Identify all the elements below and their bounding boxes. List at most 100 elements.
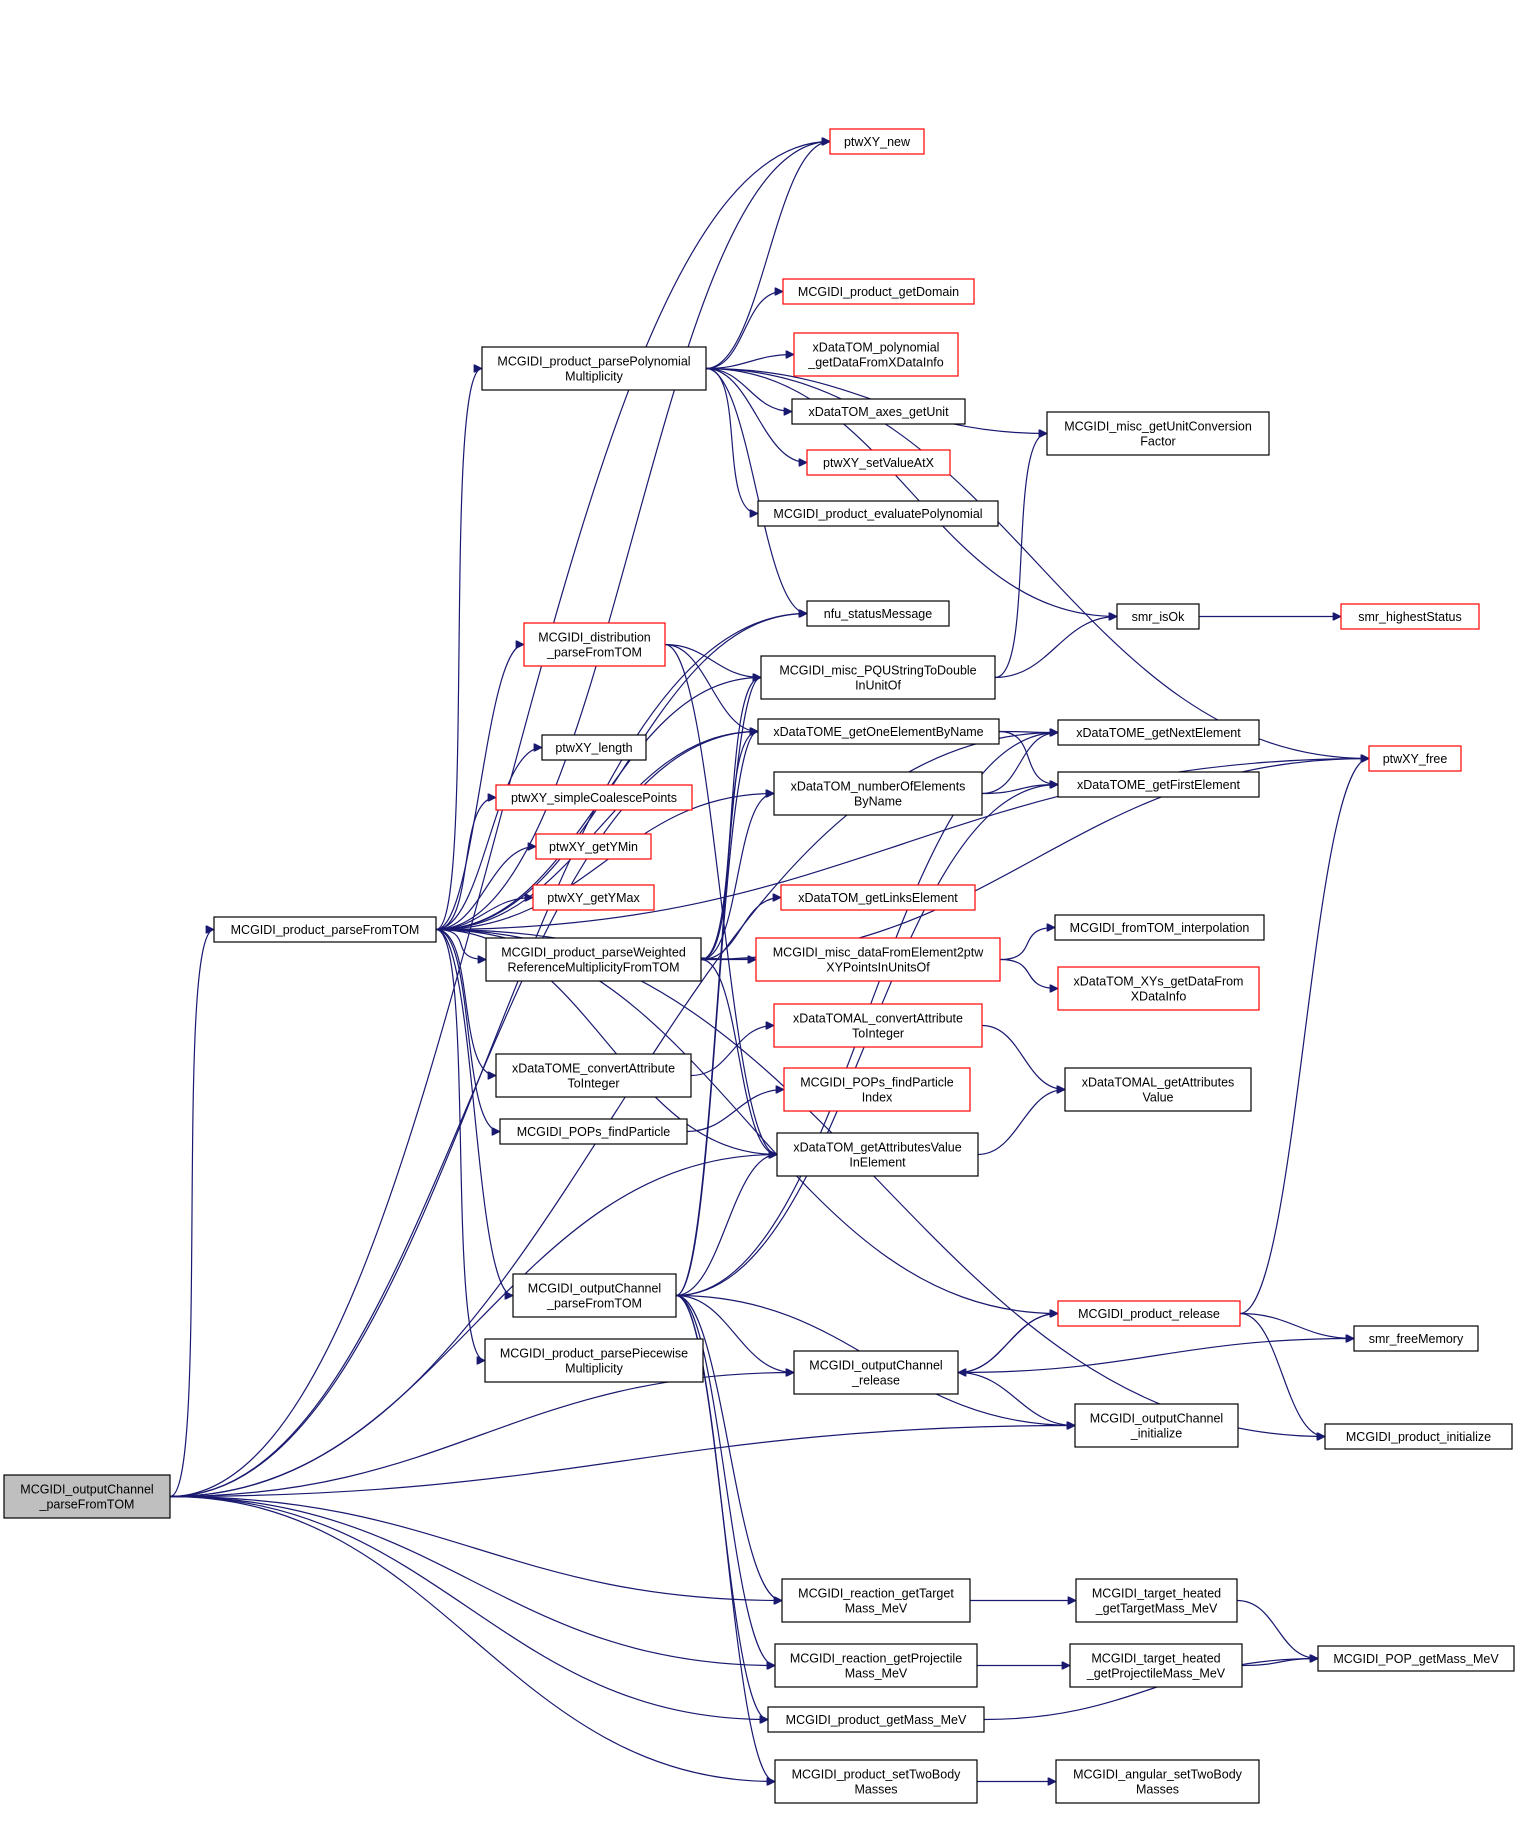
node-getYMin[interactable]: ptwXY_getYMin	[535, 833, 652, 860]
node-smr_freeMemory[interactable]: smr_freeMemory	[1353, 1325, 1479, 1352]
node-reaction_getProjectileMass[interactable]: MCGIDI_reaction_getProjectileMass_MeV	[774, 1643, 978, 1688]
node-box-POPs_findParticleIndex[interactable]	[783, 1067, 971, 1112]
node-box-ptwXY_new[interactable]	[829, 128, 925, 155]
node-outputChannel_parse2[interactable]: MCGIDI_outputChannel_parseFromTOM	[512, 1273, 677, 1318]
node-box-target_getProjectileMass[interactable]	[1069, 1643, 1243, 1688]
node-box-reaction_getProjectileMass[interactable]	[774, 1643, 978, 1688]
node-box-getAttrValueInElement[interactable]	[776, 1132, 979, 1177]
node-box-polynomial_getData[interactable]	[793, 332, 959, 377]
node-box-XYs_getData[interactable]	[1057, 966, 1260, 1011]
node-box-POPs_findParticle[interactable]	[499, 1118, 688, 1145]
node-box-outputChannel_release[interactable]	[793, 1350, 959, 1395]
node-box-TOME_convert[interactable]	[495, 1053, 692, 1098]
node-ptwXY_length[interactable]: ptwXY_length	[541, 734, 647, 761]
node-product_initialize[interactable]: MCGIDI_product_initialize	[1324, 1423, 1513, 1450]
node-box-ptwXY_free[interactable]	[1368, 745, 1462, 772]
node-box-product_initialize[interactable]	[1324, 1423, 1513, 1450]
node-TOMAL_getAttrValue[interactable]: xDataTOMAL_getAttributesValue	[1064, 1067, 1252, 1112]
node-box-getYMin[interactable]	[535, 833, 652, 860]
node-polynomial_getData[interactable]: xDataTOM_polynomial_getDataFromXDataInfo	[793, 332, 959, 377]
node-box-smr_highestStatus[interactable]	[1340, 603, 1480, 630]
node-getOneElementByName[interactable]: xDataTOME_getOneElementByName	[757, 718, 1000, 745]
node-dataFromElement[interactable]: MCGIDI_misc_dataFromElement2ptwXYPointsI…	[755, 937, 1001, 982]
node-box-smr_isOk[interactable]	[1116, 603, 1200, 630]
node-product_getDomain[interactable]: MCGIDI_product_getDomain	[782, 278, 975, 305]
node-box-nfu_statusMessage[interactable]	[806, 600, 950, 627]
node-box-misc_getUnitConversion[interactable]	[1046, 411, 1270, 456]
node-box-product_release[interactable]	[1057, 1300, 1241, 1327]
node-box-evaluatePolynomial[interactable]	[757, 500, 999, 527]
node-box-ptwXY_setValueAtX[interactable]	[806, 449, 951, 476]
node-box-TOMAL_getAttrValue[interactable]	[1064, 1067, 1252, 1112]
node-box-POP_getMass[interactable]	[1317, 1645, 1515, 1672]
node-box-getFirstElement[interactable]	[1057, 771, 1260, 798]
node-product_release[interactable]: MCGIDI_product_release	[1057, 1300, 1241, 1327]
node-box-fromTOM_interpolation[interactable]	[1054, 914, 1265, 941]
node-box-getOneElementByName[interactable]	[757, 718, 1000, 745]
node-evaluatePolynomial[interactable]: MCGIDI_product_evaluatePolynomial	[757, 500, 999, 527]
node-box-parsePiecewise[interactable]	[484, 1338, 704, 1383]
node-box-outputChannel_parse2[interactable]	[512, 1273, 677, 1318]
node-distribution_parse[interactable]: MCGIDI_distribution_parseFromTOM	[523, 622, 666, 667]
node-box-parsePolynomial[interactable]	[481, 346, 707, 391]
node-parseWeighted[interactable]: MCGIDI_product_parseWeightedReferenceMul…	[485, 937, 702, 982]
node-box-TOMAL_convert[interactable]	[773, 1003, 983, 1048]
node-product_parseFromTOM[interactable]: MCGIDI_product_parseFromTOM	[213, 916, 437, 943]
node-box-outputChannel_initialize[interactable]	[1074, 1403, 1239, 1448]
node-parsePiecewise[interactable]: MCGIDI_product_parsePiecewiseMultiplicit…	[484, 1338, 704, 1383]
node-root[interactable]: MCGIDI_outputChannel_parseFromTOM	[3, 1474, 171, 1519]
node-XYs_getData[interactable]: xDataTOM_XYs_getDataFromXDataInfo	[1057, 966, 1260, 1011]
node-getLinksElement[interactable]: xDataTOM_getLinksElement	[780, 884, 976, 911]
node-box-target_getTargetMass[interactable]	[1075, 1578, 1238, 1623]
node-box-root[interactable]	[3, 1474, 171, 1519]
node-POP_getMass[interactable]: MCGIDI_POP_getMass_MeV	[1317, 1645, 1515, 1672]
node-outputChannel_initialize[interactable]: MCGIDI_outputChannel_initialize	[1074, 1403, 1239, 1448]
node-fromTOM_interpolation[interactable]: MCGIDI_fromTOM_interpolation	[1054, 914, 1265, 941]
node-box-parseWeighted[interactable]	[485, 937, 702, 982]
node-box-getYMax[interactable]	[532, 884, 655, 911]
node-box-ptwXY_length[interactable]	[541, 734, 647, 761]
node-box-getNextElement[interactable]	[1057, 719, 1260, 746]
node-ptwXY_setValueAtX[interactable]: ptwXY_setValueAtX	[806, 449, 951, 476]
node-box-dataFromElement[interactable]	[755, 937, 1001, 982]
node-product_getMass[interactable]: MCGIDI_product_getMass_MeV	[767, 1706, 985, 1733]
node-box-distribution_parse[interactable]	[523, 622, 666, 667]
node-box-misc_PQUString[interactable]	[760, 655, 996, 700]
node-target_getProjectileMass[interactable]: MCGIDI_target_heated_getProjectileMass_M…	[1069, 1643, 1243, 1688]
node-box-product_parseFromTOM[interactable]	[213, 916, 437, 943]
node-reaction_getTargetMass[interactable]: MCGIDI_reaction_getTargetMass_MeV	[781, 1578, 971, 1623]
node-box-product_getMass[interactable]	[767, 1706, 985, 1733]
node-box-simpleCoalesce[interactable]	[495, 784, 693, 811]
node-POPs_findParticle[interactable]: MCGIDI_POPs_findParticle	[499, 1118, 688, 1145]
node-getFirstElement[interactable]: xDataTOME_getFirstElement	[1057, 771, 1260, 798]
node-box-numberOfElements[interactable]	[773, 771, 983, 816]
node-target_getTargetMass[interactable]: MCGIDI_target_heated_getTargetMass_MeV	[1075, 1578, 1238, 1623]
node-box-axes_getUnit[interactable]	[791, 398, 966, 425]
node-parsePolynomial[interactable]: MCGIDI_product_parsePolynomialMultiplici…	[481, 346, 707, 391]
node-getYMax[interactable]: ptwXY_getYMax	[532, 884, 655, 911]
node-simpleCoalesce[interactable]: ptwXY_simpleCoalescePoints	[495, 784, 693, 811]
node-box-product_getDomain[interactable]	[782, 278, 975, 305]
node-getNextElement[interactable]: xDataTOME_getNextElement	[1057, 719, 1260, 746]
node-nfu_statusMessage[interactable]: nfu_statusMessage	[806, 600, 950, 627]
node-box-smr_freeMemory[interactable]	[1353, 1325, 1479, 1352]
node-box-angular_setTwoBody[interactable]	[1055, 1759, 1260, 1804]
node-axes_getUnit[interactable]: xDataTOM_axes_getUnit	[791, 398, 966, 425]
node-outputChannel_release[interactable]: MCGIDI_outputChannel_release	[793, 1350, 959, 1395]
node-smr_highestStatus[interactable]: smr_highestStatus	[1340, 603, 1480, 630]
node-box-getLinksElement[interactable]	[780, 884, 976, 911]
node-ptwXY_free[interactable]: ptwXY_free	[1368, 745, 1462, 772]
node-ptwXY_new[interactable]: ptwXY_new	[829, 128, 925, 155]
node-smr_isOk[interactable]: smr_isOk	[1116, 603, 1200, 630]
node-box-product_setTwoBody[interactable]	[774, 1759, 978, 1804]
node-box-reaction_getTargetMass[interactable]	[781, 1578, 971, 1623]
